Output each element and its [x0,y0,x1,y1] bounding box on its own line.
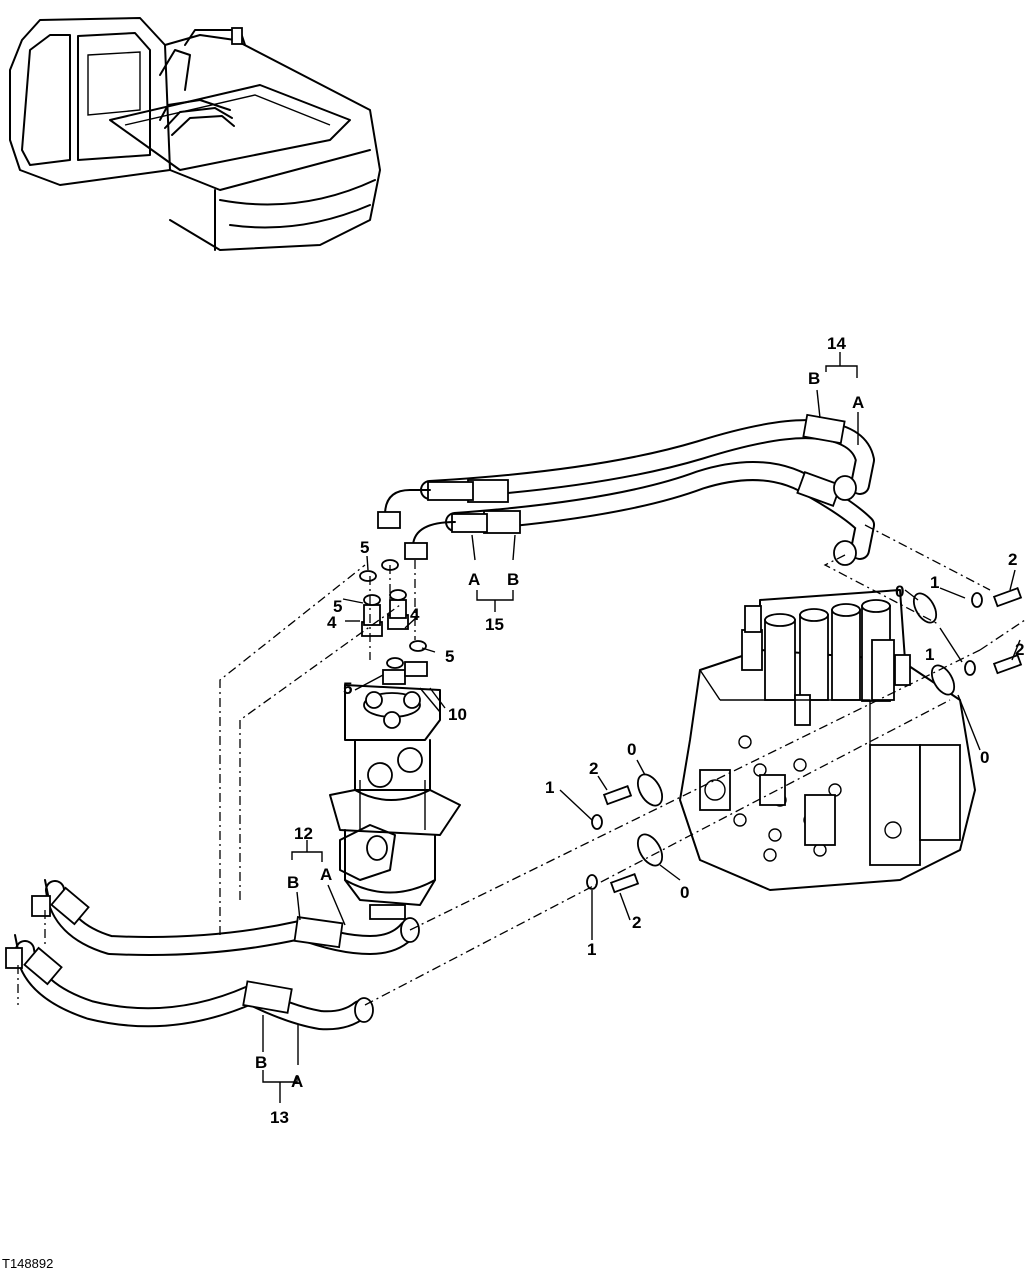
callout-5-left: 5 [333,597,342,616]
callout-13-b: B [255,1053,267,1072]
callout-2-center: 2 [589,759,598,778]
swivel-joint [329,684,461,920]
callout-5-right: 5 [445,647,454,666]
callout-14-a: A [852,393,864,412]
flanges-and-bolts [586,587,1023,894]
callout-4-right: 4 [410,605,420,624]
hose-13 [5,934,374,1031]
callout-0-center: 0 [627,740,636,759]
callout-1-upper-right: 1 [930,573,939,592]
callout-0-bottom: 0 [680,883,689,902]
hose-14 [377,413,875,566]
callout-15-a: A [468,570,480,589]
callout-1-center: 1 [545,778,554,797]
callout-1-mid-right: 1 [925,645,934,664]
callout-4-left: 4 [327,613,337,632]
callout-5-top: 5 [360,538,369,557]
callout-14: 14 [827,334,846,353]
adapter-fittings [359,559,428,685]
figure-id: T148892 [2,1256,53,1271]
callout-5-bottom: 5 [343,679,352,698]
callout-13-a: A [291,1072,303,1091]
callout-12-b: B [287,873,299,892]
callout-10: 10 [448,705,467,724]
callout-12: 12 [294,824,313,843]
callout-12-a: A [320,865,332,884]
callout-2-mid-right: 2 [1015,640,1024,659]
callout-0-mid-right: 0 [980,748,989,767]
callout-15: 15 [485,615,504,634]
hose-12 [31,879,420,956]
callout-labels: 14 B A A B 15 12 B A B A 13 10 4 4 5 5 5… [255,334,1024,1127]
excavator-locator-view [9,17,381,251]
callout-13: 13 [270,1108,289,1127]
callout-0-upper-right: 0 [895,582,904,601]
callout-14-b: B [808,369,820,388]
callout-15-b: B [507,570,519,589]
callout-2-upper-right: 2 [1008,550,1017,569]
callout-1-bottom: 1 [587,940,596,959]
control-valve [679,589,976,891]
callout-2-bottom: 2 [632,913,641,932]
leader-lines [17,352,1026,1103]
